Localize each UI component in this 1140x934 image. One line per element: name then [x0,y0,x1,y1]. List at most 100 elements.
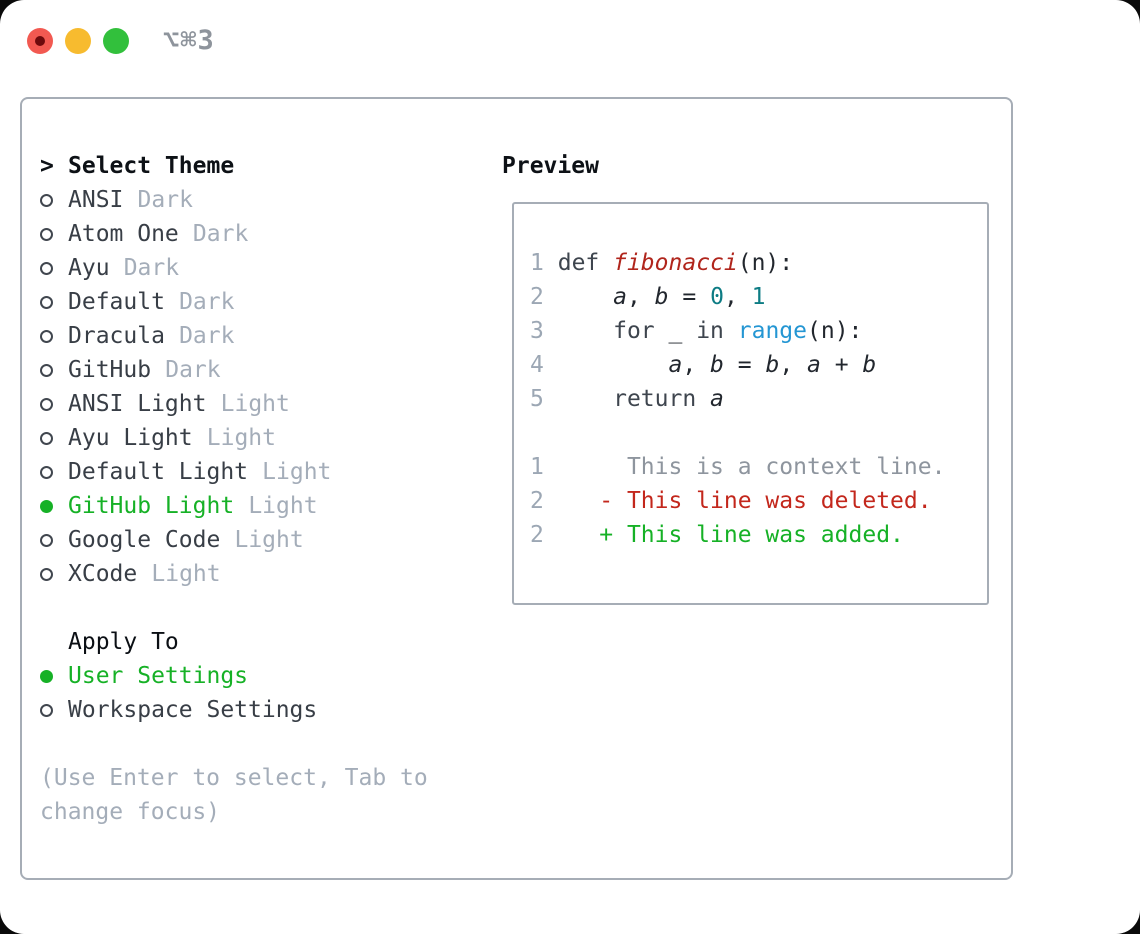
radio-cell [40,703,68,717]
radio-icon [40,227,53,241]
radio-icon [40,193,53,207]
theme-name: XCode [68,561,138,587]
theme-variant: Light [151,561,221,587]
hint-line: (Use Enter to select, Tab to [40,765,428,791]
theme-option-github-light[interactable]: GitHub Light Light [40,489,428,523]
theme-option-dracula[interactable]: Dracula Dark [40,319,428,353]
preview-heading: Preview [502,153,599,179]
theme-option-xcode[interactable]: XCode Light [40,557,428,591]
code-line: 2 a, b = 0, 1 [530,284,766,310]
line-number: 1 [530,250,544,276]
radio-cell [40,431,68,445]
theme-variant: Light [234,527,304,553]
theme-name: Ayu Light [68,425,193,451]
focus-caret: > [40,153,54,179]
radio-icon [40,329,53,343]
theme-variant: Dark [137,187,193,213]
select-theme-heading: > Select Theme [40,149,428,183]
apply-to-label: Apply To [68,629,179,655]
radio-cell [40,397,68,411]
radio-cell [40,261,68,275]
radio-icon [40,295,53,309]
code-line: 2 + This line was added. [530,522,904,548]
apply-option-workspace-settings[interactable]: Workspace Settings [40,693,428,727]
radio-selected-icon [40,669,53,683]
preview-pane: 1 def fibonacci(n): 2 a, b = 0, 1 3 for _ … [512,202,989,605]
theme-variant: Light [206,425,277,451]
radio-cell [40,363,68,377]
line-number: 1 [530,454,544,480]
line-number: 4 [530,352,544,378]
radio-icon [40,363,53,377]
radio-cell [40,567,68,581]
radio-icon [40,261,53,275]
theme-name: ANSI Light [68,391,207,417]
hint-text: (Use Enter to select, Tab to change focus… [40,761,428,829]
theme-name: Google Code [68,527,221,553]
blank-line [530,416,987,450]
radio-cell [40,499,68,513]
close-button[interactable] [27,27,53,54]
code-line: 2 - This line was deleted. [530,488,932,514]
radio-icon [40,533,53,547]
theme-variant: Dark [179,323,235,349]
radio-cell [40,669,68,683]
code-line: 4 a, b = b, a + b [530,352,877,378]
unsaved-dot-icon [35,35,45,46]
radio-icon [40,567,53,581]
radio-cell [40,227,68,241]
theme-option-ayu-light[interactable]: Ayu Light Light [40,421,428,455]
minimize-button[interactable] [65,27,91,54]
maximize-button[interactable] [103,27,129,54]
theme-variant: Light [220,391,290,417]
theme-option-ansi[interactable]: ANSI Dark [40,183,428,217]
radio-cell [40,193,68,207]
blank-line [530,212,987,246]
code-line: 1 This is a context line. [530,454,946,480]
line-number: 3 [530,318,544,344]
line-number: 2 [530,284,544,310]
theme-option-ansi-light[interactable]: ANSI Light Light [40,387,428,421]
window-title: ⌥⌘3 [163,25,215,56]
theme-name: GitHub [68,357,152,383]
theme-option-github[interactable]: GitHub Dark [40,353,428,387]
apply-option-label: Workspace Settings [68,697,318,723]
theme-variant: Light [262,459,332,485]
code-line: 5 return a [530,386,724,412]
theme-name: GitHub Light [68,493,235,519]
hint-line: change focus) [40,799,221,825]
code-line: 3 for _ in range(n): [530,318,863,344]
code-line: 1 def fibonacci(n): [530,250,794,276]
apply-option-user-settings[interactable]: User Settings [40,659,428,693]
theme-variant: Dark [179,289,235,315]
radio-cell [40,295,68,309]
spacer [40,727,428,761]
theme-variant: Dark [165,357,221,383]
apply-to-heading: Apply To [40,625,428,659]
apply-option-label: User Settings [68,663,249,689]
theme-option-google-code[interactable]: Google Code Light [40,523,428,557]
theme-name: Ayu [68,255,110,281]
theme-variant: Light [248,493,318,519]
radio-selected-icon [40,499,53,513]
theme-name: Dracula [68,323,165,349]
theme-variant: Dark [192,221,249,247]
line-number: 5 [530,386,544,412]
theme-name: ANSI [68,187,124,213]
radio-cell [40,465,68,479]
select-theme-label: Select Theme [68,153,235,179]
radio-icon [40,431,53,445]
radio-cell [40,329,68,343]
theme-option-atom-one[interactable]: Atom One Dark [40,217,428,251]
radio-cell [40,533,68,547]
theme-name: Atom One [68,221,179,247]
radio-icon [40,465,53,479]
radio-icon [40,397,53,411]
line-number: 2 [530,522,544,548]
